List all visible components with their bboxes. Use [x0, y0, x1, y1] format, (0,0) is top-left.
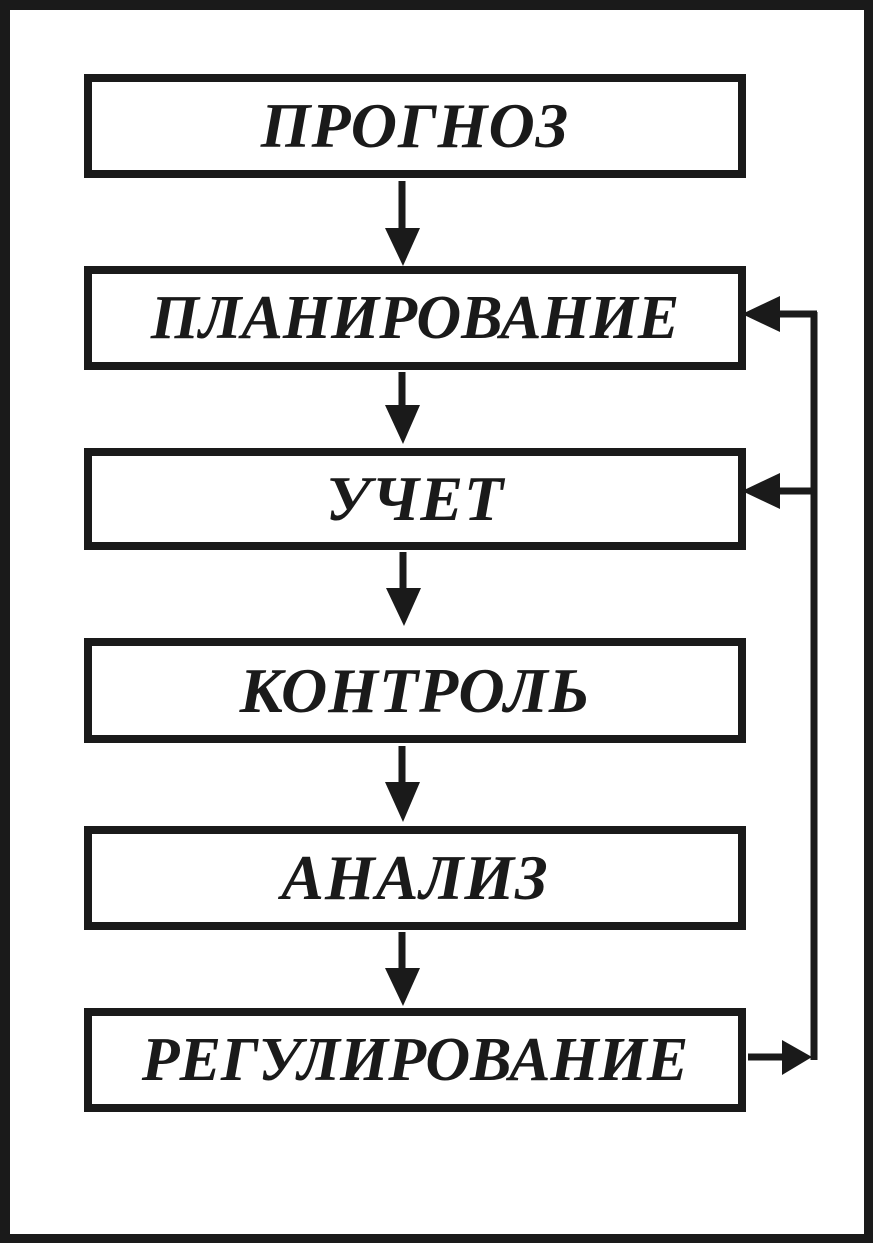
node-accounting-label: УЧЕТ: [325, 463, 505, 534]
node-forecast: ПРОГНОЗ: [84, 74, 746, 178]
node-regulation: РЕГУЛИРОВАНИЕ: [84, 1008, 746, 1112]
arrow-feedback-to-accounting: [742, 473, 780, 509]
arrow-planning-to-accounting: [385, 372, 420, 444]
node-planning: ПЛАНИРОВАНИЕ: [84, 266, 746, 370]
arrow-analysis-to-regulation: [385, 932, 420, 1006]
node-accounting: УЧЕТ: [84, 448, 746, 550]
arrow-accounting-to-control: [386, 552, 421, 626]
node-forecast-label: ПРОГНОЗ: [260, 90, 570, 161]
feedback-loop: [742, 296, 818, 1075]
node-analysis-label: АНАЛИЗ: [281, 842, 549, 913]
node-control-label: КОНТРОЛЬ: [239, 654, 591, 726]
arrow-control-to-analysis: [385, 746, 420, 822]
node-control: КОНТРОЛЬ: [84, 638, 746, 743]
arrow-regulation-out: [782, 1040, 812, 1075]
arrow-feedback-to-planning: [742, 296, 780, 332]
node-analysis: АНАЛИЗ: [84, 826, 746, 930]
arrow-forecast-to-planning: [385, 181, 420, 266]
node-planning-label: ПЛАНИРОВАНИЕ: [150, 284, 680, 352]
node-regulation-label: РЕГУЛИРОВАНИЕ: [141, 1026, 689, 1094]
